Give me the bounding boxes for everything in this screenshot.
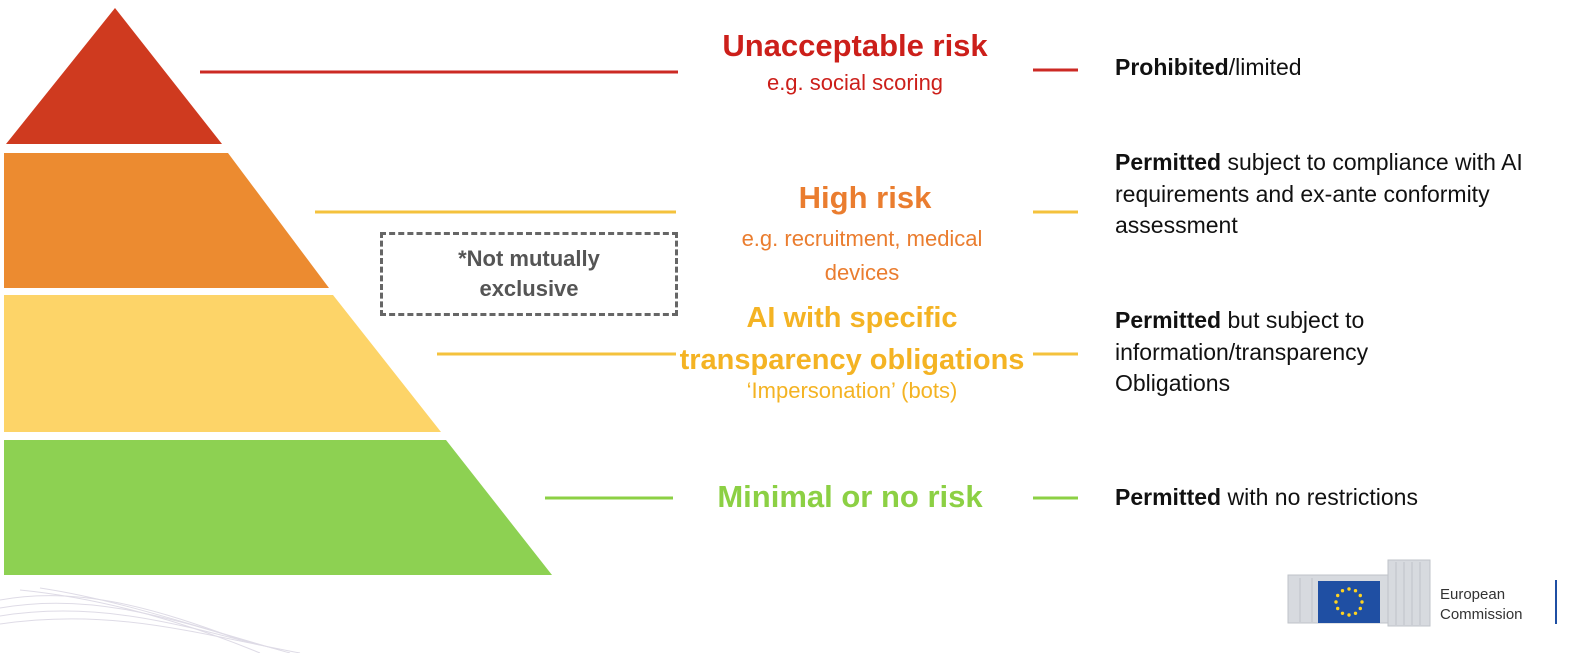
eu-star-icon — [1360, 600, 1364, 604]
decorative-waves — [0, 587, 301, 653]
pyramid-tier-minimal — [4, 440, 552, 575]
eu-stars — [1334, 587, 1364, 617]
pyramid-tier-transparency — [4, 295, 441, 432]
tier-high-title: High risk — [798, 180, 932, 215]
eu-star-icon — [1336, 593, 1340, 598]
tier-transparency-example: ‘Impersonation’ (bots) — [746, 378, 958, 403]
treatment-transparency-bold: Permitted — [1115, 307, 1222, 333]
treatment-minimal: Permitted with no restrictions — [1115, 482, 1535, 514]
note-text: *Not mutually exclusive — [458, 246, 600, 301]
eu-star-icon — [1358, 593, 1363, 598]
tier-unacceptable-title: Unacceptable risk — [722, 28, 988, 63]
tier-high-example: e.g. recruitment, medical devices — [741, 226, 983, 286]
eu-star-icon — [1340, 611, 1345, 615]
treatment-minimal-rest: with no restrictions — [1221, 484, 1418, 510]
tier-unacceptable-example: e.g. social scoring — [766, 70, 944, 95]
logo-text-european: European — [1440, 586, 1506, 603]
eu-star-icon — [1347, 613, 1351, 617]
european-commission-logo — [1287, 559, 1557, 627]
treatment-high-bold: Permitted — [1115, 149, 1222, 175]
treatment-unacceptable: Prohibited/limited — [1115, 52, 1535, 84]
treatment-high-rest: subject to compliance with AI requiremen… — [1115, 149, 1523, 239]
logo-text-commission: Commission — [1440, 606, 1523, 623]
eu-flag-icon — [1318, 581, 1380, 623]
pyramid-tier-unacceptable — [6, 8, 222, 144]
tier-minimal-title: Minimal or no risk — [717, 479, 983, 514]
eu-star-icon — [1334, 600, 1338, 604]
treatment-minimal-bold: Permitted — [1115, 484, 1222, 510]
eu-star-icon — [1347, 587, 1351, 591]
eu-star-icon — [1336, 606, 1340, 611]
pyramid-tier-high — [4, 153, 329, 288]
eu-star-icon — [1340, 589, 1345, 593]
treatment-transparency: Permitted but subject to information/tra… — [1115, 305, 1445, 400]
tier-transparency-title: AI with specific transparency obligation… — [679, 302, 1025, 377]
treatment-high: Permitted subject to compliance with AI … — [1115, 147, 1535, 242]
treatment-unacceptable-bold: Prohibited — [1115, 54, 1229, 80]
treatment-transparency-rest: but subject to information/transparency … — [1115, 307, 1369, 397]
eu-star-icon — [1353, 589, 1358, 593]
not-mutually-exclusive-note: *Not mutually exclusive — [380, 232, 678, 316]
eu-star-icon — [1358, 606, 1363, 611]
treatment-unacceptable-rest: /limited — [1228, 54, 1302, 80]
eu-star-icon — [1353, 611, 1358, 615]
